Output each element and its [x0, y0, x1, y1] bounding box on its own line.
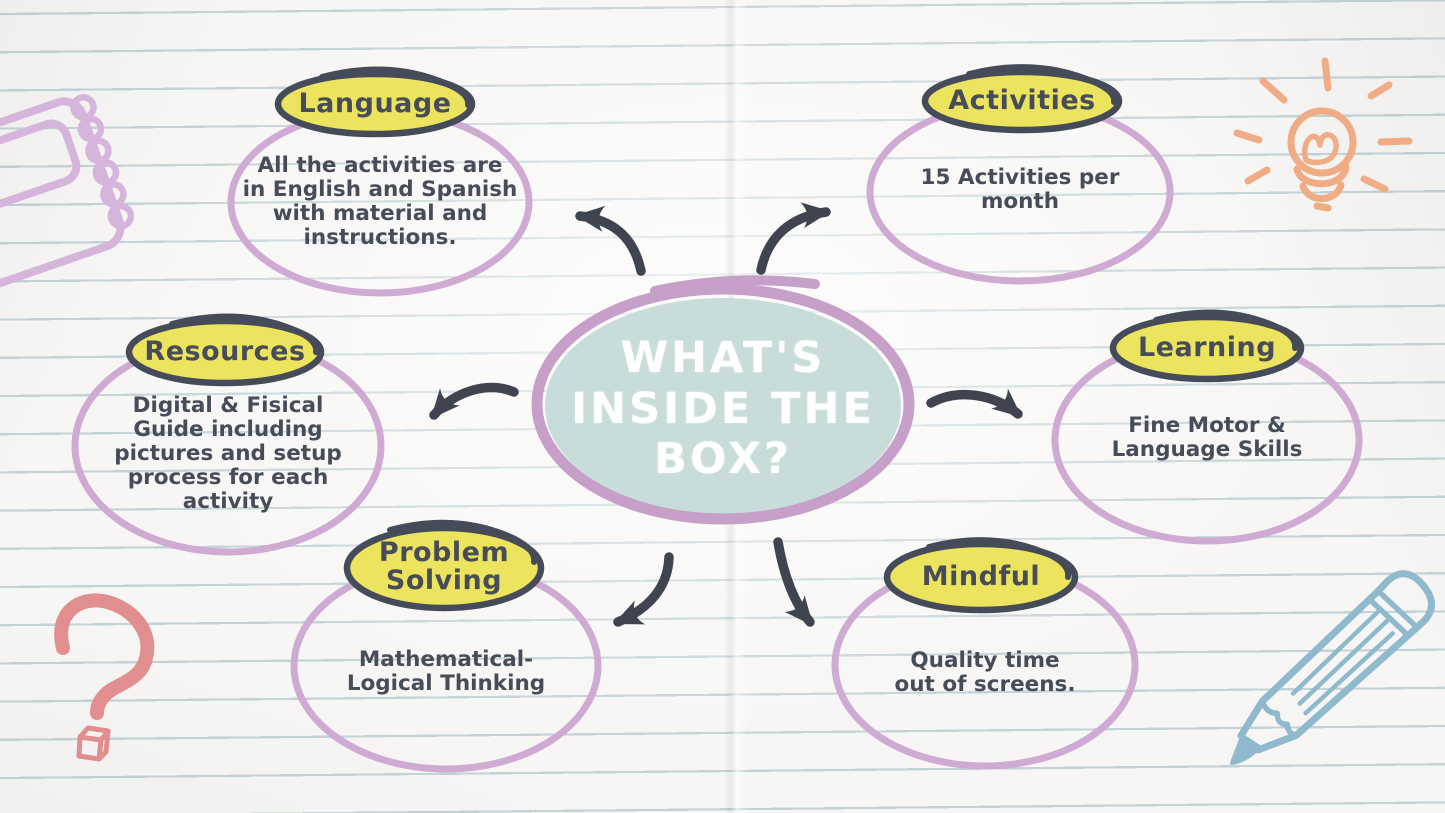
arrow-to-learning — [926, 388, 1023, 419]
bulb-rays — [1233, 57, 1413, 193]
center-bubble-ring — [531, 283, 915, 525]
question-mark-icon — [54, 593, 155, 762]
arrow-to-problem-solving — [613, 552, 674, 627]
language-topic-body: All the activities are in English and Sp… — [242, 153, 518, 251]
pencil-wood-edge — [1259, 698, 1299, 739]
learning-topic-body: Fine Motor & Language Skills — [1111, 413, 1303, 463]
mindful-topic-body: Quality time out of screens. — [894, 648, 1076, 698]
activities-topic-label: Activities — [948, 85, 1096, 116]
arrow-to-mindful — [773, 537, 815, 627]
pencil-wood — [1237, 697, 1300, 754]
notebook-cover — [0, 97, 125, 301]
mindful-label-flick — [926, 537, 1072, 580]
pencil-body-edges — [1258, 587, 1420, 739]
learning-label-ellipse — [1109, 313, 1305, 383]
activities-label-flick — [966, 64, 1118, 105]
node-ellipses — [71, 64, 1363, 773]
center-bubble — [531, 275, 915, 525]
bulb-base-top — [1293, 163, 1350, 188]
notebook-icon — [0, 94, 135, 301]
question-mark-stroke — [54, 593, 155, 720]
lightbulb-icon — [1233, 57, 1413, 212]
connector-arrows — [429, 202, 1023, 627]
learning-topic-label: Learning — [1137, 332, 1277, 363]
resources-label-flick — [169, 313, 320, 355]
mindful-topic-label: Mindful — [921, 561, 1041, 592]
pencil-body-lines — [1290, 607, 1395, 716]
resources-topic-label: Resources — [144, 336, 306, 367]
language-label-ellipse — [274, 70, 476, 138]
notebook-page — [0, 119, 81, 231]
pencil-eraser — [1374, 570, 1435, 633]
problem-solving-label-ellipse — [343, 524, 545, 612]
bulb-base-nub — [1313, 202, 1332, 212]
arrow-to-activities — [756, 202, 831, 275]
learning-label-flick — [1153, 309, 1299, 351]
bulb-filament — [1302, 132, 1339, 166]
language-topic-label: Language — [298, 88, 452, 119]
pencil-icon — [1230, 570, 1435, 765]
resources-topic-body: Digital & Fisical Guide including pictur… — [114, 393, 342, 515]
bulb-glass — [1287, 107, 1357, 177]
center-bubble-ring-flick — [650, 275, 820, 296]
pencil-ferrule — [1366, 588, 1420, 639]
problem-solving-topic-label: Problem Solving — [378, 537, 510, 597]
center-bubble-fill — [545, 298, 901, 514]
mindful-label-ellipse — [883, 540, 1079, 614]
center-title: WHAT'S INSIDE THE BOX? — [571, 333, 875, 485]
problem-solving-topic-body: Mathematical- Logical Thinking — [346, 647, 546, 697]
activities-topic-body: 15 Activities per month — [920, 165, 1120, 215]
activities-label-ellipse — [921, 68, 1123, 134]
resources-label-ellipse — [125, 317, 325, 387]
arrow-to-language — [575, 205, 646, 276]
bulb-base-bottom — [1299, 181, 1345, 203]
arrow-to-resources — [429, 382, 519, 420]
problem-solving-label-flick — [387, 519, 538, 565]
question-mark-cube-dot — [76, 725, 111, 762]
notebook-spiral-rings — [70, 94, 135, 230]
language-label-flick — [319, 66, 472, 108]
